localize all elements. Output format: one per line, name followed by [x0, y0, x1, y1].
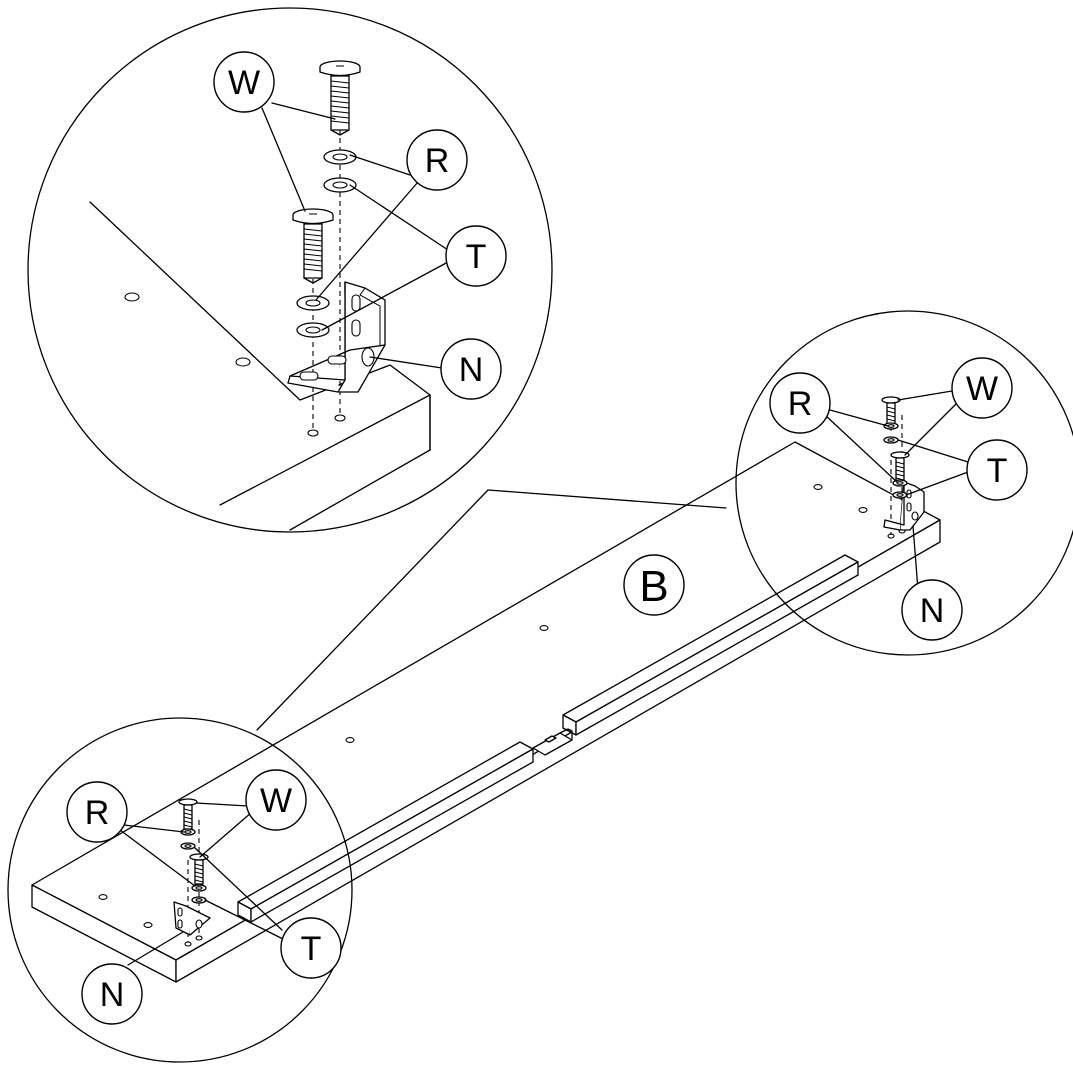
label-n-right: N — [901, 579, 963, 641]
svg-text:T: T — [301, 930, 322, 968]
svg-text:R: R — [425, 142, 450, 180]
svg-text:B: B — [639, 562, 668, 611]
label-r-top: R — [406, 129, 468, 191]
main-board — [31, 441, 941, 983]
svg-text:R: R — [788, 385, 813, 423]
label-r-right: R — [769, 372, 831, 434]
washer-lower-1 — [296, 295, 330, 311]
label-n-top: N — [440, 338, 502, 400]
washer-upper-1 — [323, 149, 357, 165]
detail-circle-left: R W T N — [7, 717, 353, 1063]
svg-text:W: W — [260, 782, 292, 820]
detail-leader-line — [256, 489, 727, 731]
label-r-left: R — [66, 781, 128, 843]
svg-text:N: N — [459, 351, 484, 389]
svg-text:T: T — [466, 238, 487, 276]
washer-lower-2 — [296, 322, 330, 338]
board-hole — [539, 625, 549, 631]
svg-text:R: R — [85, 794, 110, 832]
label-t-top: T — [445, 225, 507, 287]
detail-circle-top: W R T N — [27, 7, 553, 533]
label-w-top: W — [213, 51, 275, 113]
svg-text:N: N — [100, 976, 125, 1014]
svg-text:T: T — [987, 452, 1008, 490]
svg-text:W: W — [966, 370, 998, 408]
svg-text:N: N — [920, 592, 945, 630]
board-label-b: B — [623, 554, 685, 616]
washer-upper-2 — [323, 177, 357, 193]
label-t-right: T — [966, 439, 1028, 501]
label-n-left: N — [81, 963, 143, 1025]
label-w-left: W — [245, 769, 307, 831]
label-w-right: W — [951, 357, 1013, 419]
svg-text:W: W — [228, 64, 260, 102]
rail-left — [237, 741, 534, 923]
board-hole — [345, 737, 355, 743]
detail-circle-right: R W T N — [735, 310, 1073, 656]
corner-bracket — [287, 281, 386, 393]
label-t-left: T — [280, 917, 342, 979]
rail-connector — [532, 728, 573, 756]
